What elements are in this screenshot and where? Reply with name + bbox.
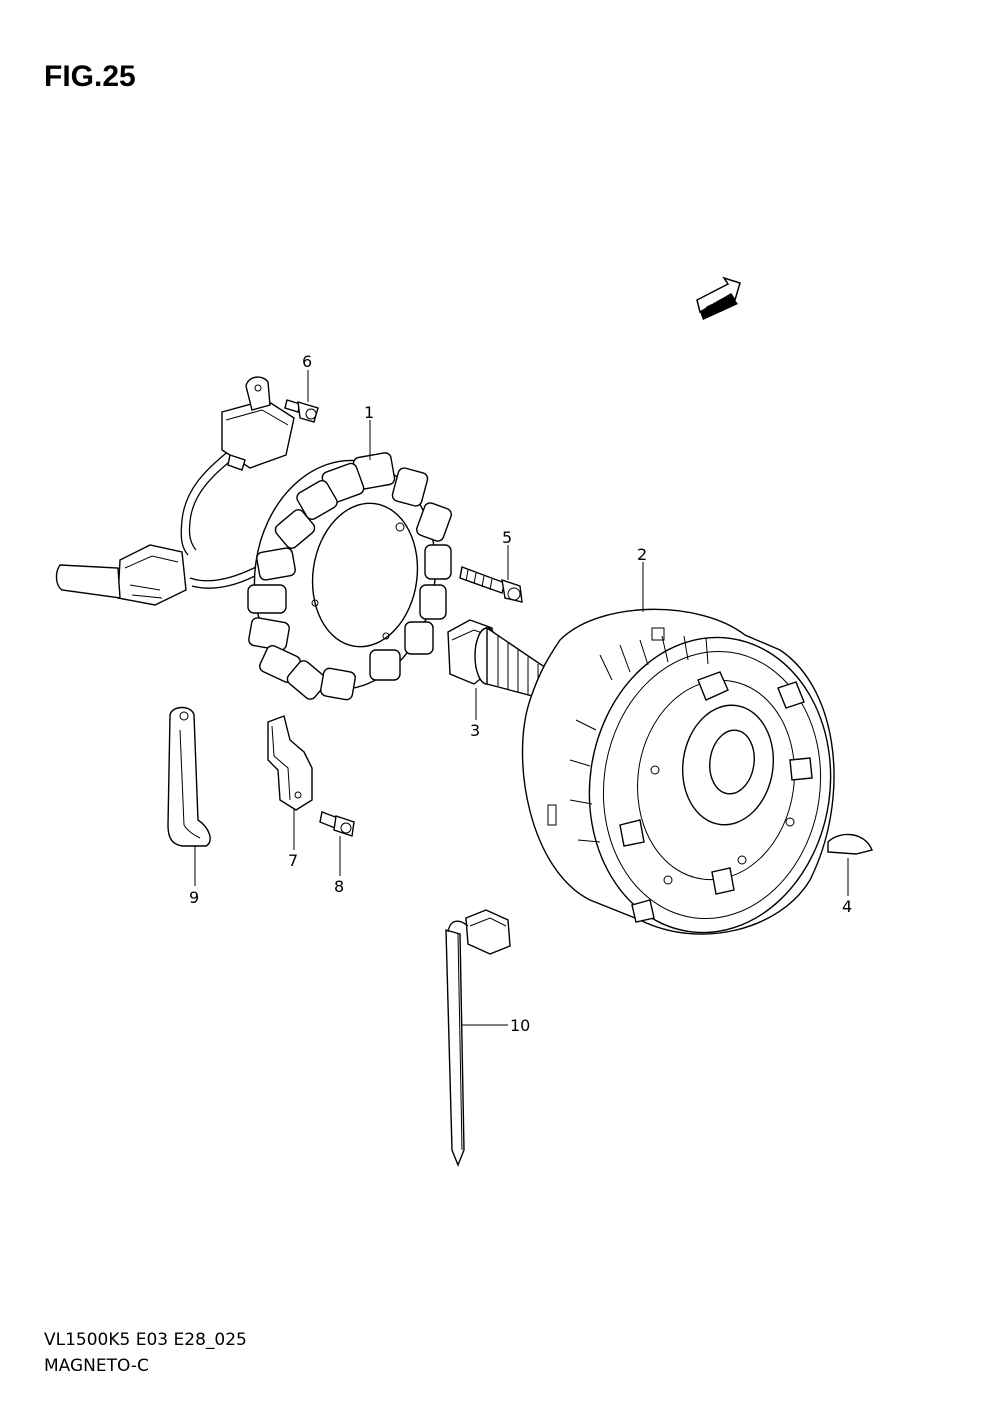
callout-8: 8 bbox=[334, 877, 344, 896]
strap-part-9 bbox=[167, 706, 211, 847]
rotor-flywheel bbox=[521, 608, 835, 935]
model-code: VL1500K5 E03 E28_025 bbox=[44, 1330, 247, 1350]
callout-2: 2 bbox=[637, 545, 647, 564]
bracket-part-7 bbox=[267, 715, 313, 811]
sensor-lead-part-10 bbox=[445, 909, 511, 1167]
callout-9: 9 bbox=[189, 888, 199, 907]
callout-5: 5 bbox=[502, 528, 512, 547]
screw-part-8 bbox=[319, 811, 355, 837]
fwd-arrow-icon: FWD bbox=[696, 276, 741, 320]
callout-7: 7 bbox=[288, 851, 298, 870]
figure-title: FIG.25 bbox=[44, 60, 136, 93]
callout-1: 1 bbox=[364, 403, 374, 422]
screw-part-6 bbox=[284, 399, 319, 423]
callout-6: 6 bbox=[302, 352, 312, 371]
callout-3: 3 bbox=[470, 721, 480, 740]
callout-4: 4 bbox=[842, 897, 852, 916]
leader-lines bbox=[194, 370, 849, 1026]
stator-assembly bbox=[55, 376, 452, 701]
woodruff-key-part-4 bbox=[827, 833, 873, 855]
flange-bolt-part-3 bbox=[447, 619, 553, 699]
bolt-part-5 bbox=[459, 566, 523, 603]
callout-10: 10 bbox=[510, 1016, 530, 1035]
section-name: MAGNETO-C bbox=[44, 1356, 149, 1376]
